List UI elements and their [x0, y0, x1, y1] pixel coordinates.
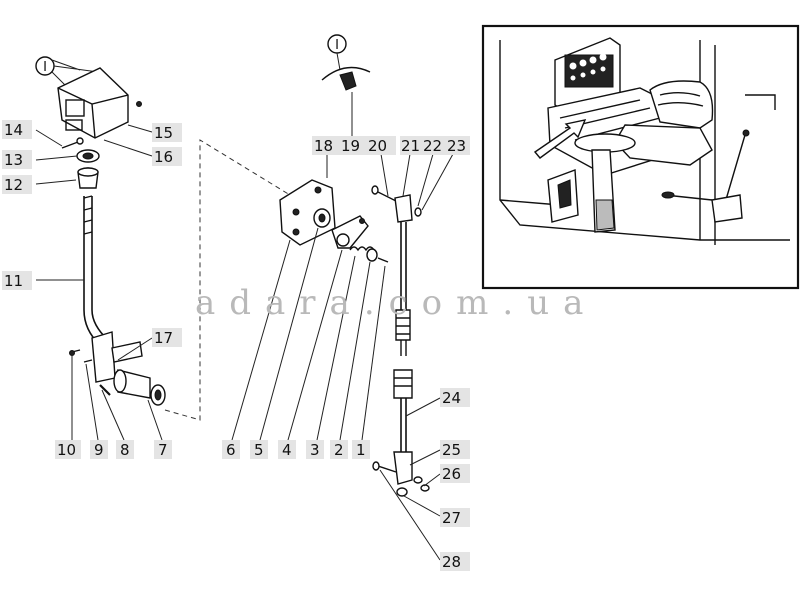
callout-20: 20	[368, 137, 387, 155]
callout-27: 27	[442, 509, 461, 527]
callout-15: 15	[154, 124, 173, 142]
center-assembly: I	[279, 34, 430, 497]
callout-2: 2	[334, 441, 344, 459]
cab-inset	[481, 24, 800, 290]
callout-26: 26	[442, 465, 461, 483]
callout-23: 23	[447, 137, 466, 155]
callout-25: 25	[442, 441, 461, 459]
coupling-lower	[393, 369, 413, 399]
marker-left-text: I	[43, 60, 47, 75]
seat-back	[649, 80, 714, 129]
switch-housing	[57, 67, 129, 139]
callout-17: 17	[154, 329, 173, 347]
callout-28: 28	[442, 553, 461, 571]
callout-16: 16	[154, 148, 173, 166]
callout-6: 6	[226, 441, 236, 459]
clevis-21	[394, 194, 413, 223]
callout-5: 5	[254, 441, 264, 459]
clevis-25	[393, 451, 413, 485]
callout-18: 18	[314, 137, 333, 155]
callout-labels: 14 13 12 11 15 16 17 10 9 8 7 18 19 20 2…	[2, 120, 470, 571]
marker-center-text: I	[335, 38, 339, 53]
pointer-arrow	[533, 119, 587, 159]
callout-9: 9	[94, 441, 104, 459]
callout-3: 3	[310, 441, 320, 459]
callout-10: 10	[57, 441, 76, 459]
callout-4: 4	[282, 441, 292, 459]
callout-11: 11	[4, 272, 23, 290]
leader-lines	[35, 92, 454, 561]
callout-21: 21	[401, 137, 420, 155]
callout-14: 14	[4, 121, 23, 139]
callout-7: 7	[158, 441, 168, 459]
callout-22: 22	[423, 137, 442, 155]
callout-24: 24	[442, 389, 461, 407]
callout-12: 12	[4, 176, 23, 194]
callout-1: 1	[356, 441, 366, 459]
left-assembly: I	[35, 56, 291, 421]
callout-13: 13	[4, 151, 23, 169]
callout-19: 19	[341, 137, 360, 155]
watermark: adara.com.ua	[195, 283, 597, 323]
callout-8: 8	[120, 441, 130, 459]
